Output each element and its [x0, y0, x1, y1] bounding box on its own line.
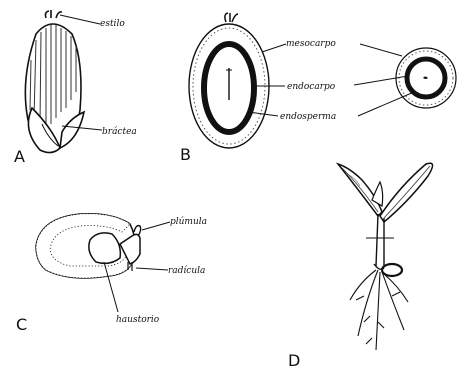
panel-d-seedling [338, 163, 433, 350]
leaders-panel-b [248, 44, 414, 116]
label-radicula: radícula [168, 265, 205, 276]
panel-label-c: C [16, 315, 27, 334]
panel-label-b: B [180, 145, 191, 164]
leader-estilo [60, 15, 100, 24]
label-mesocarpo: mesocarpo [286, 39, 336, 49]
label-endosperma: endosperma [280, 112, 336, 122]
panel-label-a: A [14, 147, 25, 166]
label-endocarpo: endocarpo [287, 82, 336, 92]
label-bracteas: bráctea [102, 126, 137, 137]
label-plumula: plúmula [170, 216, 207, 227]
label-haustorio: haustorio [116, 315, 160, 325]
panel-label-d: D [288, 351, 300, 370]
panel-b-longitudinal-section [189, 13, 269, 148]
panel-c-germinating-seed [36, 214, 141, 278]
panel-a-fruit [25, 10, 84, 153]
label-estilo: estilo [100, 19, 125, 29]
panel-b-cross-section [396, 48, 456, 108]
